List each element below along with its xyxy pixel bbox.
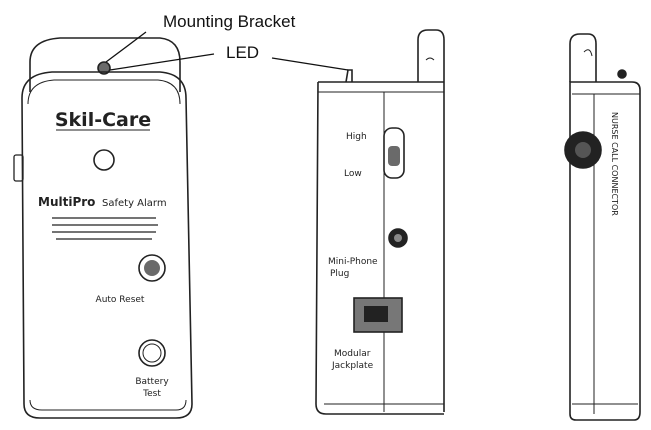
brand-logo: Skil-Care (55, 109, 151, 131)
mini-plug-label-line2: Plug (330, 269, 349, 279)
back-body-outline (569, 81, 641, 421)
led-indicator (97, 61, 111, 75)
mini-plug-label-line1: Mini-Phone (328, 257, 378, 267)
product-name: MultiPro (38, 195, 95, 209)
front-view (13, 37, 193, 419)
modular-label-line1: Modular (334, 349, 371, 359)
back-led (617, 69, 627, 79)
led-leader-side (271, 57, 349, 71)
mounting-bracket-callout: Mounting Bracket (163, 12, 296, 31)
switch-low-label: Low (344, 169, 362, 179)
led-callout: LED (226, 43, 260, 62)
led-leader-front (109, 53, 215, 71)
battery-label-line2: Test (142, 389, 161, 399)
battery-label-line1: Battery (135, 377, 169, 387)
high-low-switch (383, 127, 405, 179)
mounting-bracket-leader (105, 31, 147, 63)
auto-reset-label: Auto Reset (96, 295, 145, 305)
back-bracket (569, 33, 597, 82)
side-switch-tab (13, 154, 24, 182)
switch-high-label: High (346, 132, 367, 142)
front-body-outline (21, 71, 193, 419)
nurse-call-label: NURSE CALL CONNECTOR (610, 112, 619, 216)
side-body-outline (315, 81, 444, 415)
front-sensor (93, 149, 115, 171)
side-view (315, 29, 445, 415)
side-bracket (417, 29, 445, 412)
side-led (345, 69, 353, 83)
back-view (564, 33, 641, 421)
instruction-text (52, 217, 158, 240)
auto-reset-button (138, 254, 166, 282)
product-desc: Safety Alarm (102, 198, 167, 209)
modular-label-line2: Jackplate (331, 361, 374, 371)
mounting-bracket (29, 37, 181, 92)
battery-test-button (138, 339, 166, 367)
